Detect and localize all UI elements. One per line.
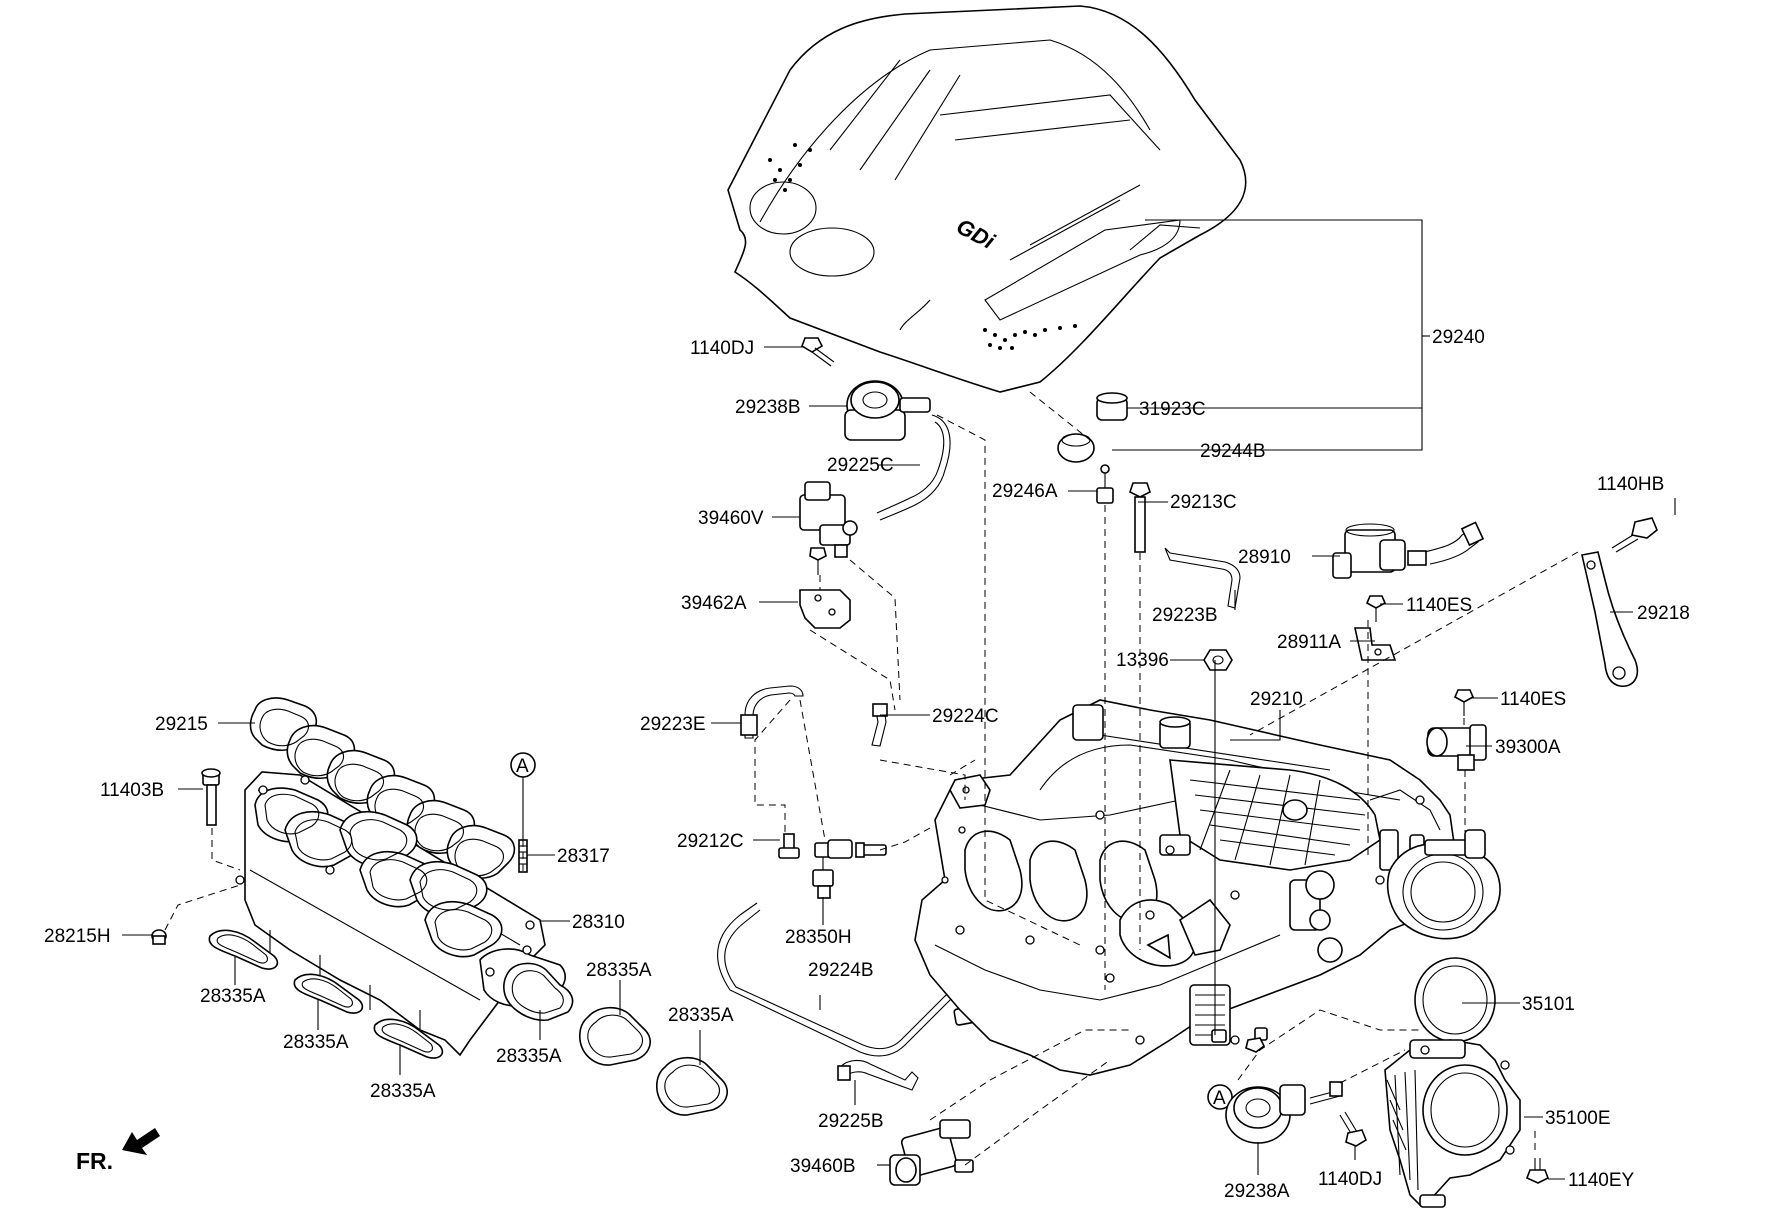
hose-29225C bbox=[876, 414, 951, 521]
reference-A-top-label: A bbox=[516, 756, 529, 777]
reference-circle-A-top: A bbox=[510, 752, 536, 778]
callout-28911A: 28911A bbox=[1277, 632, 1341, 653]
callout-29240: 29240 bbox=[1432, 327, 1485, 348]
bolt-1140EY bbox=[1525, 1158, 1550, 1184]
callout-1140DJ-bottom: 1140DJ bbox=[1318, 1169, 1382, 1190]
callout-29225B: 29225B bbox=[818, 1111, 884, 1132]
sensor-39300A bbox=[1426, 724, 1487, 771]
callout-29212C: 29212C bbox=[677, 831, 744, 852]
callout-28335A-2: 28335A bbox=[586, 960, 652, 981]
bolt-29246A bbox=[1096, 464, 1114, 504]
plug-28215H bbox=[151, 929, 167, 945]
callout-29224C: 29224C bbox=[932, 706, 999, 727]
callout-28350H: 28350H bbox=[785, 927, 852, 948]
callout-28215H: 28215H bbox=[44, 926, 111, 947]
callout-29246A: 29246A bbox=[992, 481, 1058, 502]
hose-29225B bbox=[837, 1059, 919, 1091]
hose-29223E bbox=[740, 685, 804, 739]
callout-11403B: 11403B bbox=[100, 780, 164, 801]
gasket-28335A-4 bbox=[503, 962, 574, 1021]
callout-28335A-3: 28335A bbox=[668, 1005, 734, 1026]
callout-39300A: 39300A bbox=[1495, 737, 1561, 758]
nut-small bbox=[1245, 1037, 1266, 1053]
callout-35100E: 35100E bbox=[1545, 1108, 1611, 1129]
callout-29213C: 29213C bbox=[1170, 492, 1237, 513]
callout-29223B: 29223B bbox=[1152, 605, 1218, 626]
bolt-1140DJ-top bbox=[801, 337, 835, 367]
bracket-29218 bbox=[1581, 551, 1639, 687]
actuator-29238A bbox=[1225, 1081, 1343, 1144]
hose-29223B bbox=[1164, 547, 1241, 609]
bracket-39462A bbox=[799, 589, 851, 629]
front-label: FR. bbox=[76, 1148, 113, 1174]
lower-manifold-28310 bbox=[235, 771, 566, 1057]
bolt-29213C bbox=[1129, 482, 1151, 553]
leader-lines bbox=[122, 219, 1676, 1180]
fitting-small bbox=[855, 842, 887, 858]
valve-28910 bbox=[1332, 521, 1485, 579]
callout-39460B: 39460B bbox=[790, 1156, 856, 1177]
front-direction-marker: FR. bbox=[76, 1128, 160, 1174]
fitting-28350H bbox=[812, 839, 853, 899]
callout-29218: 29218 bbox=[1637, 603, 1690, 624]
callout-39460V: 39460V bbox=[698, 508, 764, 529]
bolt-1140DJ-bottom bbox=[1339, 1111, 1367, 1147]
callout-29215: 29215 bbox=[155, 714, 208, 735]
callout-29223E: 29223E bbox=[640, 714, 706, 735]
bolt-1140HB bbox=[1611, 517, 1658, 553]
callout-29238B: 29238B bbox=[735, 397, 801, 418]
callout-labels: 29240 1140DJ 29238B 31923C 29244B 29225C… bbox=[44, 327, 1690, 1202]
callout-1140DJ-top: 1140DJ bbox=[690, 338, 754, 359]
cover-dot-pattern bbox=[768, 143, 1077, 350]
callout-28910: 28910 bbox=[1238, 547, 1291, 568]
bolt-1140ES-a bbox=[1365, 595, 1387, 622]
callout-28335A-6: 28335A bbox=[370, 1081, 436, 1102]
solenoid-39460B bbox=[889, 1119, 974, 1186]
callout-28317: 28317 bbox=[557, 846, 610, 867]
gasket-28335A-3 bbox=[373, 1018, 444, 1059]
actuator-29238B bbox=[844, 380, 931, 441]
callout-1140ES-a: 1140ES bbox=[1406, 595, 1472, 616]
callout-29210: 29210 bbox=[1250, 689, 1303, 710]
throttle-body-35100E bbox=[1384, 1039, 1521, 1208]
reference-A-bottom-label: A bbox=[1213, 1088, 1226, 1109]
grommet-29244B bbox=[1057, 433, 1095, 463]
nut-13396 bbox=[1203, 649, 1233, 671]
solenoid-39460V bbox=[799, 481, 858, 558]
callout-1140HB: 1140HB bbox=[1597, 474, 1664, 495]
callout-13396: 13396 bbox=[1116, 650, 1169, 671]
engine-cover-29240: GDi bbox=[727, 5, 1247, 393]
bolt-39460V bbox=[809, 547, 827, 575]
callout-35101: 35101 bbox=[1522, 994, 1575, 1015]
bolt-1140ES-b bbox=[1453, 689, 1475, 716]
dashed-guide-lines bbox=[164, 391, 1579, 1166]
callout-28335A-5: 28335A bbox=[496, 1046, 562, 1067]
gasket-28335A-5 bbox=[579, 1006, 651, 1066]
grommet-31923C bbox=[1096, 392, 1128, 421]
fitting-29212C bbox=[778, 833, 800, 859]
callout-28310: 28310 bbox=[572, 912, 625, 933]
intake-manifold-29210 bbox=[914, 699, 1501, 1076]
callout-39462A: 39462A bbox=[681, 593, 747, 614]
gasket-35101 bbox=[1414, 957, 1496, 1043]
hose-29224C bbox=[871, 703, 888, 747]
callout-29238A: 29238A bbox=[1224, 1181, 1290, 1202]
bolt-11403B bbox=[201, 768, 221, 826]
callout-28335A-1: 28335A bbox=[200, 986, 266, 1007]
gasket-28335A-6 bbox=[656, 1056, 728, 1116]
callout-1140EY: 1140EY bbox=[1568, 1170, 1635, 1191]
gasket-28335A-2 bbox=[293, 973, 364, 1014]
callout-29244B: 29244B bbox=[1200, 441, 1266, 462]
callout-31923C: 31923C bbox=[1139, 399, 1206, 420]
bracket-28911A bbox=[1354, 627, 1397, 661]
callout-29225C: 29225C bbox=[827, 455, 894, 476]
callout-28335A-4: 28335A bbox=[283, 1032, 349, 1053]
gasket-28335A-1 bbox=[208, 929, 279, 970]
callout-29224B: 29224B bbox=[808, 960, 874, 981]
arrow-icon bbox=[122, 1128, 160, 1155]
reference-circle-A-bottom: A bbox=[1207, 1084, 1233, 1110]
callout-1140ES-b: 1140ES bbox=[1500, 689, 1566, 710]
